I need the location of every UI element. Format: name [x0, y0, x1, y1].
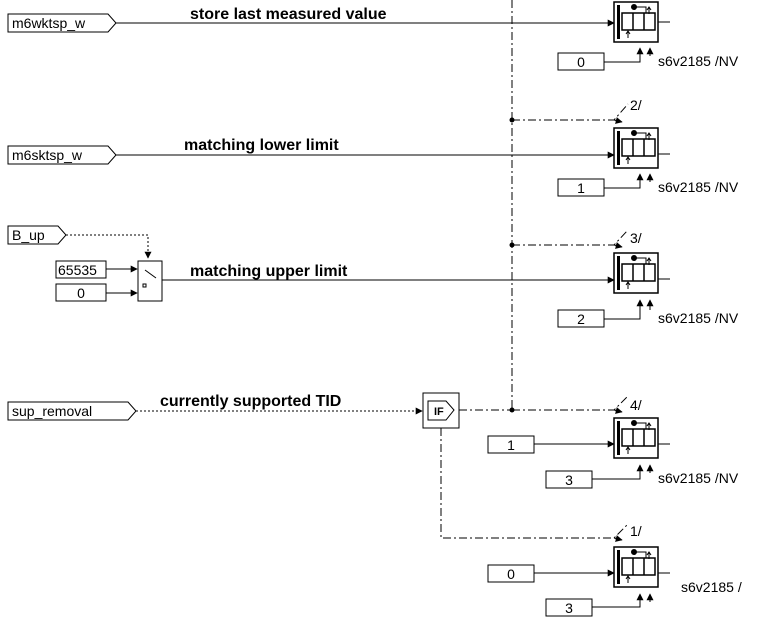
switch-icon-contact — [142, 283, 147, 288]
trigger-arrow — [613, 117, 623, 124]
input-label-b-up: B_up — [12, 227, 45, 243]
constant-value: 3 — [565, 600, 573, 616]
block-suffix: s6v2185 /NV — [658, 53, 739, 69]
nv-write-block-2[interactable] — [613, 127, 659, 169]
constant-value: 2 — [577, 311, 585, 327]
trigger-arrow — [613, 407, 623, 414]
constant-value: 0 — [507, 566, 515, 582]
branch-label: 3/ — [630, 230, 642, 246]
block-suffix: s6v2185 /NV — [658, 470, 739, 486]
trigger-arrow — [613, 242, 623, 249]
index-line — [604, 173, 644, 189]
trigger-branch — [512, 229, 629, 246]
block-suffix: s6v2185 /NV — [658, 310, 739, 326]
switch-icon — [144, 269, 157, 279]
input-port-m6sktsp-w[interactable] — [7, 145, 117, 165]
input-label-m6sktsp-w: m6sktsp_w — [12, 147, 83, 163]
input-port-sup-removal[interactable] — [7, 401, 137, 421]
branch-label: 2/ — [630, 97, 642, 113]
else-branch — [440, 428, 629, 539]
switch-input-bottom: 0 — [77, 285, 85, 301]
input-label-sup-removal: sup_removal — [12, 403, 92, 419]
annotation-lower: matching lower limit — [184, 137, 339, 154]
nv-write-block-1[interactable] — [613, 1, 659, 43]
branch-label: 1/ — [630, 523, 642, 539]
switch-control-line — [66, 234, 152, 259]
block-suffix: s6v2185 / — [681, 579, 742, 595]
index-line — [604, 299, 644, 320]
constant-value: 3 — [565, 472, 573, 488]
if-label: IF — [434, 406, 444, 418]
input-port-b-up[interactable] — [7, 225, 67, 245]
nv-write-block-5[interactable] — [613, 546, 659, 588]
block-suffix: s6v2185 /NV — [658, 179, 739, 195]
constant-value: 1 — [507, 437, 515, 453]
nv-write-block-4[interactable] — [613, 417, 659, 459]
if-icon — [427, 400, 455, 421]
index-line — [592, 464, 644, 480]
index-line — [592, 593, 644, 608]
annotation-store: store last measured value — [190, 6, 387, 23]
input-label-m6wktsp-w: m6wktsp_w — [12, 15, 86, 31]
constant-value: 1 — [577, 180, 585, 196]
trigger-branch — [512, 395, 629, 411]
annotation-tid: currently supported TID — [160, 393, 341, 410]
trigger-arrow — [613, 535, 623, 542]
switch-block[interactable] — [137, 260, 163, 302]
index-line — [604, 47, 644, 63]
trigger-branch — [512, 103, 629, 121]
branch-label: 4/ — [630, 397, 642, 413]
switch-input-top: 65535 — [58, 262, 97, 278]
nv-write-block-3[interactable] — [613, 252, 659, 294]
constant-value: 0 — [577, 54, 585, 70]
input-port-m6wktsp-w[interactable] — [7, 13, 117, 33]
annotation-upper: matching upper limit — [190, 263, 348, 280]
